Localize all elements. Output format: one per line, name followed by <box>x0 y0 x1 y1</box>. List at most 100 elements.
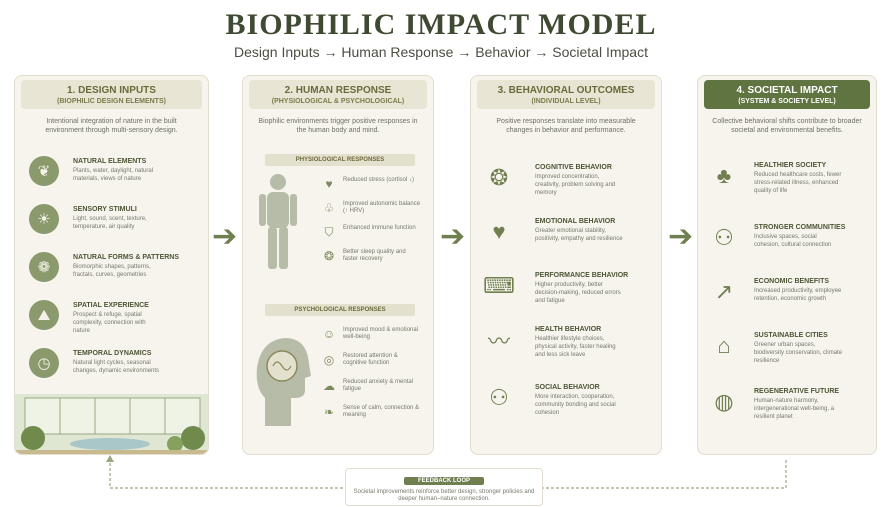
globe-icon: ◍ <box>714 389 734 414</box>
item-title: REGENERATIVE FUTURE <box>754 388 840 395</box>
desk-icon: ⌨ <box>483 273 515 298</box>
item-desc: Increased productivity, employee retenti… <box>754 288 842 302</box>
item-title: SENSORY STIMULI <box>73 206 137 213</box>
brain-icon: ❂ <box>323 249 335 263</box>
page-title: BIOPHILIC IMPACT MODEL <box>225 8 657 41</box>
smile-icon: ☺ <box>322 327 336 341</box>
column-behavioral-outcomes: 3. BEHAVIORAL OUTCOMES (INDIVIDUAL LEVEL… <box>470 75 662 455</box>
column-subtitle: (BIOPHILIC DESIGN ELEMENTS) <box>57 98 166 105</box>
column-title: 1. DESIGN INPUTS <box>67 85 156 96</box>
item-title: HEALTH BEHAVIOR <box>535 326 602 333</box>
column-header: 1. DESIGN INPUTS (BIOPHILIC DESIGN ELEME… <box>21 80 202 109</box>
cloud-icon: ☁ <box>323 379 335 393</box>
list-item: ⌂ SUSTAINABLE CITIES Greener urban space… <box>698 330 876 380</box>
item-title: ECONOMIC BENEFITS <box>754 278 830 285</box>
feedback-desc: Societal improvements reinforce better d… <box>353 489 535 502</box>
list-item: ❁ NATURAL FORMS & PATTERNS Biomorphic sh… <box>15 252 208 302</box>
item-desc: Natural light cycles, seasonal changes, … <box>73 360 160 374</box>
item-title: SPATIAL EXPERIENCE <box>73 302 149 309</box>
item-title: PERFORMANCE BEHAVIOR <box>535 272 629 279</box>
psychological-label: PSYCHOLOGICAL RESPONSES <box>265 304 415 316</box>
response-desc: Enhanced immune function <box>343 225 416 231</box>
column-intro: Collective behavioral shifts contribute … <box>712 118 862 134</box>
column-header: 3. BEHAVIORAL OUTCOMES (INDIVIDUAL LEVEL… <box>477 80 655 109</box>
list-item: ❦ NATURAL ELEMENTS Plants, water, daylig… <box>15 156 208 206</box>
interior-illustration <box>15 394 208 454</box>
head-brain-figure <box>256 338 311 426</box>
landscape-icon: ⛰ <box>29 300 59 330</box>
physiological-label: PHYSIOLOGICAL RESPONSES <box>265 154 415 166</box>
item-desc: Prospect & refuge, spatial complexity, c… <box>73 312 146 334</box>
leaf-icon: ❧ <box>323 405 335 419</box>
human-body-figure <box>259 174 297 269</box>
column-design-inputs: 1. DESIGN INPUTS (BIOPHILIC DESIGN ELEME… <box>14 75 209 455</box>
column-intro: Biophilic environments trigger positive … <box>258 118 418 134</box>
spiral-icon: ❁ <box>29 252 59 282</box>
column-subtitle: (PHYSIOLOGICAL & PSYCHOLOGICAL) <box>271 98 405 105</box>
list-item: ↗ ECONOMIC BENEFITS Increased productivi… <box>698 276 876 326</box>
people-icon: ⚇ <box>489 385 509 410</box>
response-desc: Improved mood & emotional well-being <box>343 327 419 340</box>
item-desc: Plants, water, daylight, natural materia… <box>73 168 154 182</box>
item-title: TEMPORAL DYNAMICS <box>73 350 152 357</box>
pulse-icon: 〰 <box>487 329 510 354</box>
item-title: SUSTAINABLE CITIES <box>754 332 828 339</box>
item-desc: Healthier lifestyle choices, physical ac… <box>535 336 616 358</box>
column-human-response: 2. HUMAN RESPONSE (PHYSIOLOGICAL & PSYCH… <box>242 75 434 455</box>
heart-icon: ♥ <box>492 219 506 244</box>
list-item: ☀ SENSORY STIMULI Light, sound, scent, t… <box>15 204 208 254</box>
sun-icon: ☀ <box>29 204 59 234</box>
response-desc: Reduced anxiety & mental fatigue <box>343 379 414 392</box>
response-desc: Better sleep quality and faster recovery <box>343 249 406 262</box>
response-desc: Restored attention & cognitive function <box>343 353 398 366</box>
lungs-icon: ♧ <box>323 201 335 215</box>
column-header: 4. SOCIETAL IMPACT (SYSTEM & SOCIETY LEV… <box>704 80 870 109</box>
column-subtitle: (INDIVIDUAL LEVEL) <box>531 98 601 105</box>
list-item: ⚇ SOCIAL BEHAVIOR More interaction, coop… <box>471 382 661 432</box>
item-desc: Greener urban spaces, biodiversity conse… <box>754 342 843 364</box>
column-intro: Positive responses translate into measur… <box>496 118 636 134</box>
column-societal-impact: 4. SOCIETAL IMPACT (SYSTEM & SOCIETY LEV… <box>697 75 877 455</box>
page-subtitle: Design Inputs → Human Response → Behavio… <box>234 44 648 60</box>
item-desc: Biomorphic shapes, patterns, fractals, c… <box>73 264 151 278</box>
clock-icon: ◷ <box>29 348 59 378</box>
item-desc: Human-nature harmony, intergenerational … <box>754 398 835 420</box>
column-header: 2. HUMAN RESPONSE (PHYSIOLOGICAL & PSYCH… <box>249 80 427 109</box>
city-icon: ♣ <box>716 163 732 188</box>
item-desc: More interaction, cooperation, community… <box>535 394 616 416</box>
feedback-label: FEEDBACK LOOP <box>403 477 484 485</box>
feedback-loop-box: FEEDBACK LOOP Societal improvements rein… <box>345 468 543 506</box>
leaf-icon: ❦ <box>29 156 59 186</box>
list-item: ♥ EMOTIONAL BEHAVIOR Greater emotional s… <box>471 216 661 266</box>
item-desc: Inclusive spaces, social cohesion, cultu… <box>754 234 832 248</box>
item-desc: Higher productivity, better decision-mak… <box>535 282 621 304</box>
item-title: NATURAL FORMS & PATTERNS <box>73 254 180 261</box>
response-desc: Sense of calm, connection & meaning <box>343 405 420 418</box>
response-desc: Improved autonomic balance (↑ HRV) <box>343 201 421 214</box>
list-item: ◍ REGENERATIVE FUTURE Human-nature harmo… <box>698 386 876 436</box>
item-title: STRONGER COMMUNITIES <box>754 224 846 231</box>
column-subtitle: (SYSTEM & SOCIETY LEVEL) <box>738 98 836 105</box>
list-item: ❂ COGNITIVE BEHAVIOR Improved concentrat… <box>471 162 661 212</box>
list-item: ⌨ PERFORMANCE BEHAVIOR Higher productivi… <box>471 270 661 320</box>
flow-arrow-icon: ➔ <box>440 220 466 253</box>
item-desc: Reduced healthcare costs, fewer stress-r… <box>754 172 842 194</box>
column-intro: Intentional integration of nature in the… <box>45 118 178 134</box>
column-title: 4. SOCIETAL IMPACT <box>736 85 838 96</box>
growth-chart-icon: ↗ <box>714 279 734 304</box>
flow-arrow-icon: ➔ <box>668 220 694 253</box>
shield-icon: ⛉ <box>324 224 334 239</box>
item-desc: Light, sound, scent, texture, temperatur… <box>73 216 147 230</box>
flow-arrow-icon: ➔ <box>212 220 238 253</box>
list-item: ◷ TEMPORAL DYNAMICS Natural light cycles… <box>15 348 208 398</box>
brain-icon: ❂ <box>489 165 509 190</box>
heart-icon: ♥ <box>325 177 333 191</box>
item-title: EMOTIONAL BEHAVIOR <box>535 218 616 225</box>
buildings-icon: ⌂ <box>717 333 731 358</box>
item-desc: Improved concentration, creativity, prob… <box>535 174 616 196</box>
item-title: NATURAL ELEMENTS <box>73 158 147 165</box>
item-title: SOCIAL BEHAVIOR <box>535 384 600 391</box>
target-icon: ◎ <box>323 353 335 367</box>
list-item: ⛰ SPATIAL EXPERIENCE Prospect & refuge, … <box>15 300 208 350</box>
